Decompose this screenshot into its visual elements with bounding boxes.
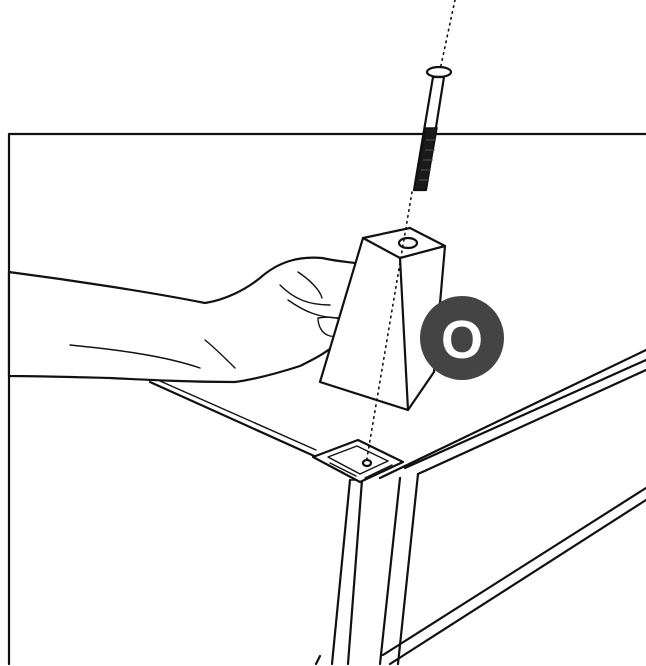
corner-bracket xyxy=(311,438,405,484)
part-badge-circle xyxy=(420,296,504,380)
bolt xyxy=(412,65,453,192)
part-badge: O xyxy=(420,296,504,380)
part-badge-letter: O xyxy=(441,310,483,370)
hand xyxy=(7,256,362,384)
alignment-line xyxy=(365,0,456,465)
furniture-leg xyxy=(318,226,447,412)
bolt-thread xyxy=(413,127,438,191)
leg-top-hole xyxy=(397,236,419,250)
dresser-top-rim xyxy=(148,380,340,470)
dresser-corner-post xyxy=(314,472,420,666)
dresser-top-outline xyxy=(7,132,646,666)
dresser-right-side xyxy=(378,348,646,666)
